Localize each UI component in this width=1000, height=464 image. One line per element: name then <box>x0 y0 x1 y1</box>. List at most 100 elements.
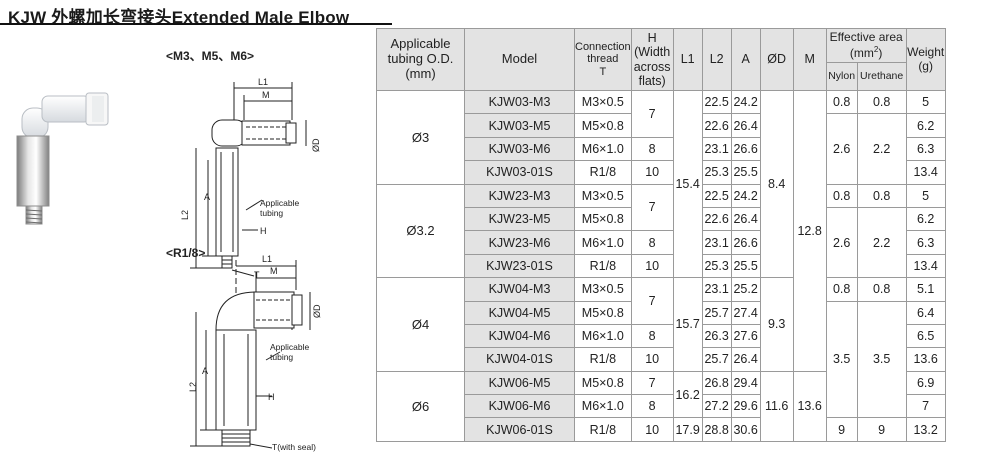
dim-top-a: A <box>204 192 210 202</box>
drawing-m-threads <box>190 82 307 277</box>
urethane-cell: 0.8 <box>856 183 907 208</box>
model-cell: KJW03-M3 <box>464 89 575 115</box>
urethane-cell: 3.5 <box>856 300 907 419</box>
header-l2: L2 <box>701 28 732 91</box>
weight-cell: 6.3 <box>905 230 946 255</box>
h-cell: 7 <box>630 277 674 325</box>
h-cell: 7 <box>630 370 674 396</box>
header-tubing-od: Applicable tubing O.D. (mm) <box>376 28 465 91</box>
weight-cell: 6.3 <box>905 136 946 162</box>
l2-cell: 25.3 <box>701 253 732 279</box>
table-row: KJW04-M6 M6×1.0 8 26.3 27.6 6.5 <box>377 323 946 349</box>
weight-cell: 13.4 <box>905 160 946 185</box>
header-h: H (Width across flats) <box>630 28 674 91</box>
dim-bottom-t: T(with seal) <box>272 442 316 452</box>
urethane-cell: 0.8 <box>856 89 907 115</box>
thread-cell: M5×0.8 <box>574 113 632 138</box>
page-title: KJW 外螺加长弯接头Extended Male Elbow <box>8 8 350 27</box>
header-od: ØD <box>759 28 794 91</box>
weight-cell: 5 <box>905 89 946 115</box>
label-r-thread: <R1/8> <box>166 246 205 260</box>
table-row: Ø6 KJW06-M5 M5×0.8 7 16.2 26.8 29.4 11.6… <box>376 370 946 442</box>
l1-cell: 15.7 <box>672 277 703 372</box>
model-cell: KJW06-M6 <box>464 394 575 419</box>
table-row: KJW06-M6 M6×1.0 8 27.2 29.6 7 <box>377 394 946 419</box>
l2-cell: 23.1 <box>701 230 732 255</box>
weight-cell: 7 <box>905 394 946 419</box>
header-nylon: Nylon <box>825 62 858 91</box>
l1-cell: 17.9 <box>672 417 703 442</box>
thread-cell: M6×1.0 <box>574 230 632 255</box>
weight-cell: 13.4 <box>905 253 946 279</box>
od-cell: 11.6 <box>759 370 794 442</box>
a-cell: 26.4 <box>730 347 761 372</box>
m-cell: 12.8 <box>792 90 827 372</box>
model-cell: KJW06-M5 <box>464 370 575 396</box>
h-cell: 8 <box>630 230 674 255</box>
weight-cell: 13.2 <box>905 417 946 442</box>
l2-cell: 25.3 <box>701 160 732 185</box>
m-cell: 13.6 <box>792 370 827 442</box>
table-row: KJW23-01S R1/8 10 25.3 25.5 13.4 <box>377 253 946 279</box>
drawing-r-thread <box>190 260 311 449</box>
a-cell: 30.6 <box>730 417 761 442</box>
title-bar: KJW 外螺加长弯接头Extended Male Elbow <box>0 0 1000 27</box>
a-cell: 24.2 <box>730 89 761 115</box>
model-cell: KJW04-M6 <box>464 323 575 349</box>
a-cell: 24.2 <box>730 183 761 208</box>
h-cell: 8 <box>630 394 674 419</box>
model-cell: KJW06-01S <box>464 417 575 442</box>
thread-cell: R1/8 <box>574 253 632 279</box>
tubing-od-cell: Ø4 <box>376 277 465 372</box>
weight-cell: 5.1 <box>905 277 946 302</box>
table-row: Ø4 KJW04-M3 M3×0.5 7 15.7 23.1 25.2 9.3 … <box>376 277 946 372</box>
thread-cell: M6×1.0 <box>574 136 632 162</box>
h-cell: 8 <box>630 136 674 162</box>
l2-cell: 25.7 <box>701 300 732 325</box>
weight-cell: 6.5 <box>905 323 946 349</box>
dim-bottom-l1: L1 <box>262 254 272 264</box>
model-cell: KJW23-M6 <box>464 230 575 255</box>
model-cell: KJW04-M5 <box>464 300 575 325</box>
l2-cell: 26.3 <box>701 323 732 349</box>
title-underline <box>0 23 392 25</box>
od-cell: 8.4 <box>759 89 794 279</box>
model-cell: KJW23-M5 <box>464 206 575 232</box>
header-m: M <box>792 28 827 91</box>
l2-cell: 27.2 <box>701 394 732 419</box>
a-cell: 29.6 <box>730 394 761 419</box>
a-cell: 29.4 <box>730 370 761 396</box>
l2-cell: 22.5 <box>701 183 732 208</box>
thread-cell: R1/8 <box>574 417 632 442</box>
thread-cell: M3×0.5 <box>574 183 632 208</box>
header-row-2: Nylon Urethane <box>377 62 946 91</box>
a-cell: 25.5 <box>730 160 761 185</box>
weight-cell: 13.6 <box>905 347 946 372</box>
dim-bottom-a: A <box>202 366 208 376</box>
od-cell: 9.3 <box>759 277 794 372</box>
nylon-cell: 0.8 <box>825 277 858 302</box>
product-figure: <M3、M5、M6> <box>0 30 372 460</box>
tubing-od-cell: Ø3.2 <box>376 183 465 279</box>
thread-cell: R1/8 <box>574 347 632 372</box>
l2-cell: 25.7 <box>701 347 732 372</box>
a-cell: 25.2 <box>730 277 761 302</box>
dims-bottom: L1 M ØD A L2 Applicable tubing H T(with … <box>188 254 322 452</box>
model-cell: KJW23-M3 <box>464 183 575 208</box>
a-cell: 27.4 <box>730 300 761 325</box>
model-cell: KJW23-01S <box>464 253 575 279</box>
dims-top: L1 M ØD A L2 Applicable tubing H T <box>180 77 321 280</box>
product-photo <box>16 92 109 225</box>
a-cell: 25.5 <box>730 253 761 279</box>
effective-area-unit: (mm2) <box>849 44 883 60</box>
l2-cell: 28.8 <box>701 417 732 442</box>
thread-cell: M6×1.0 <box>574 323 632 349</box>
weight-cell: 6.9 <box>905 370 946 396</box>
nylon-cell: 0.8 <box>825 89 858 115</box>
dim-bottom-l2: L2 <box>188 382 198 392</box>
thread-cell: M5×0.8 <box>574 206 632 232</box>
a-cell: 26.4 <box>730 206 761 232</box>
thread-cell: M6×1.0 <box>574 394 632 419</box>
model-cell: KJW04-M3 <box>464 277 575 302</box>
table-row: KJW03-01S R1/8 10 25.3 25.5 13.4 <box>377 160 946 185</box>
